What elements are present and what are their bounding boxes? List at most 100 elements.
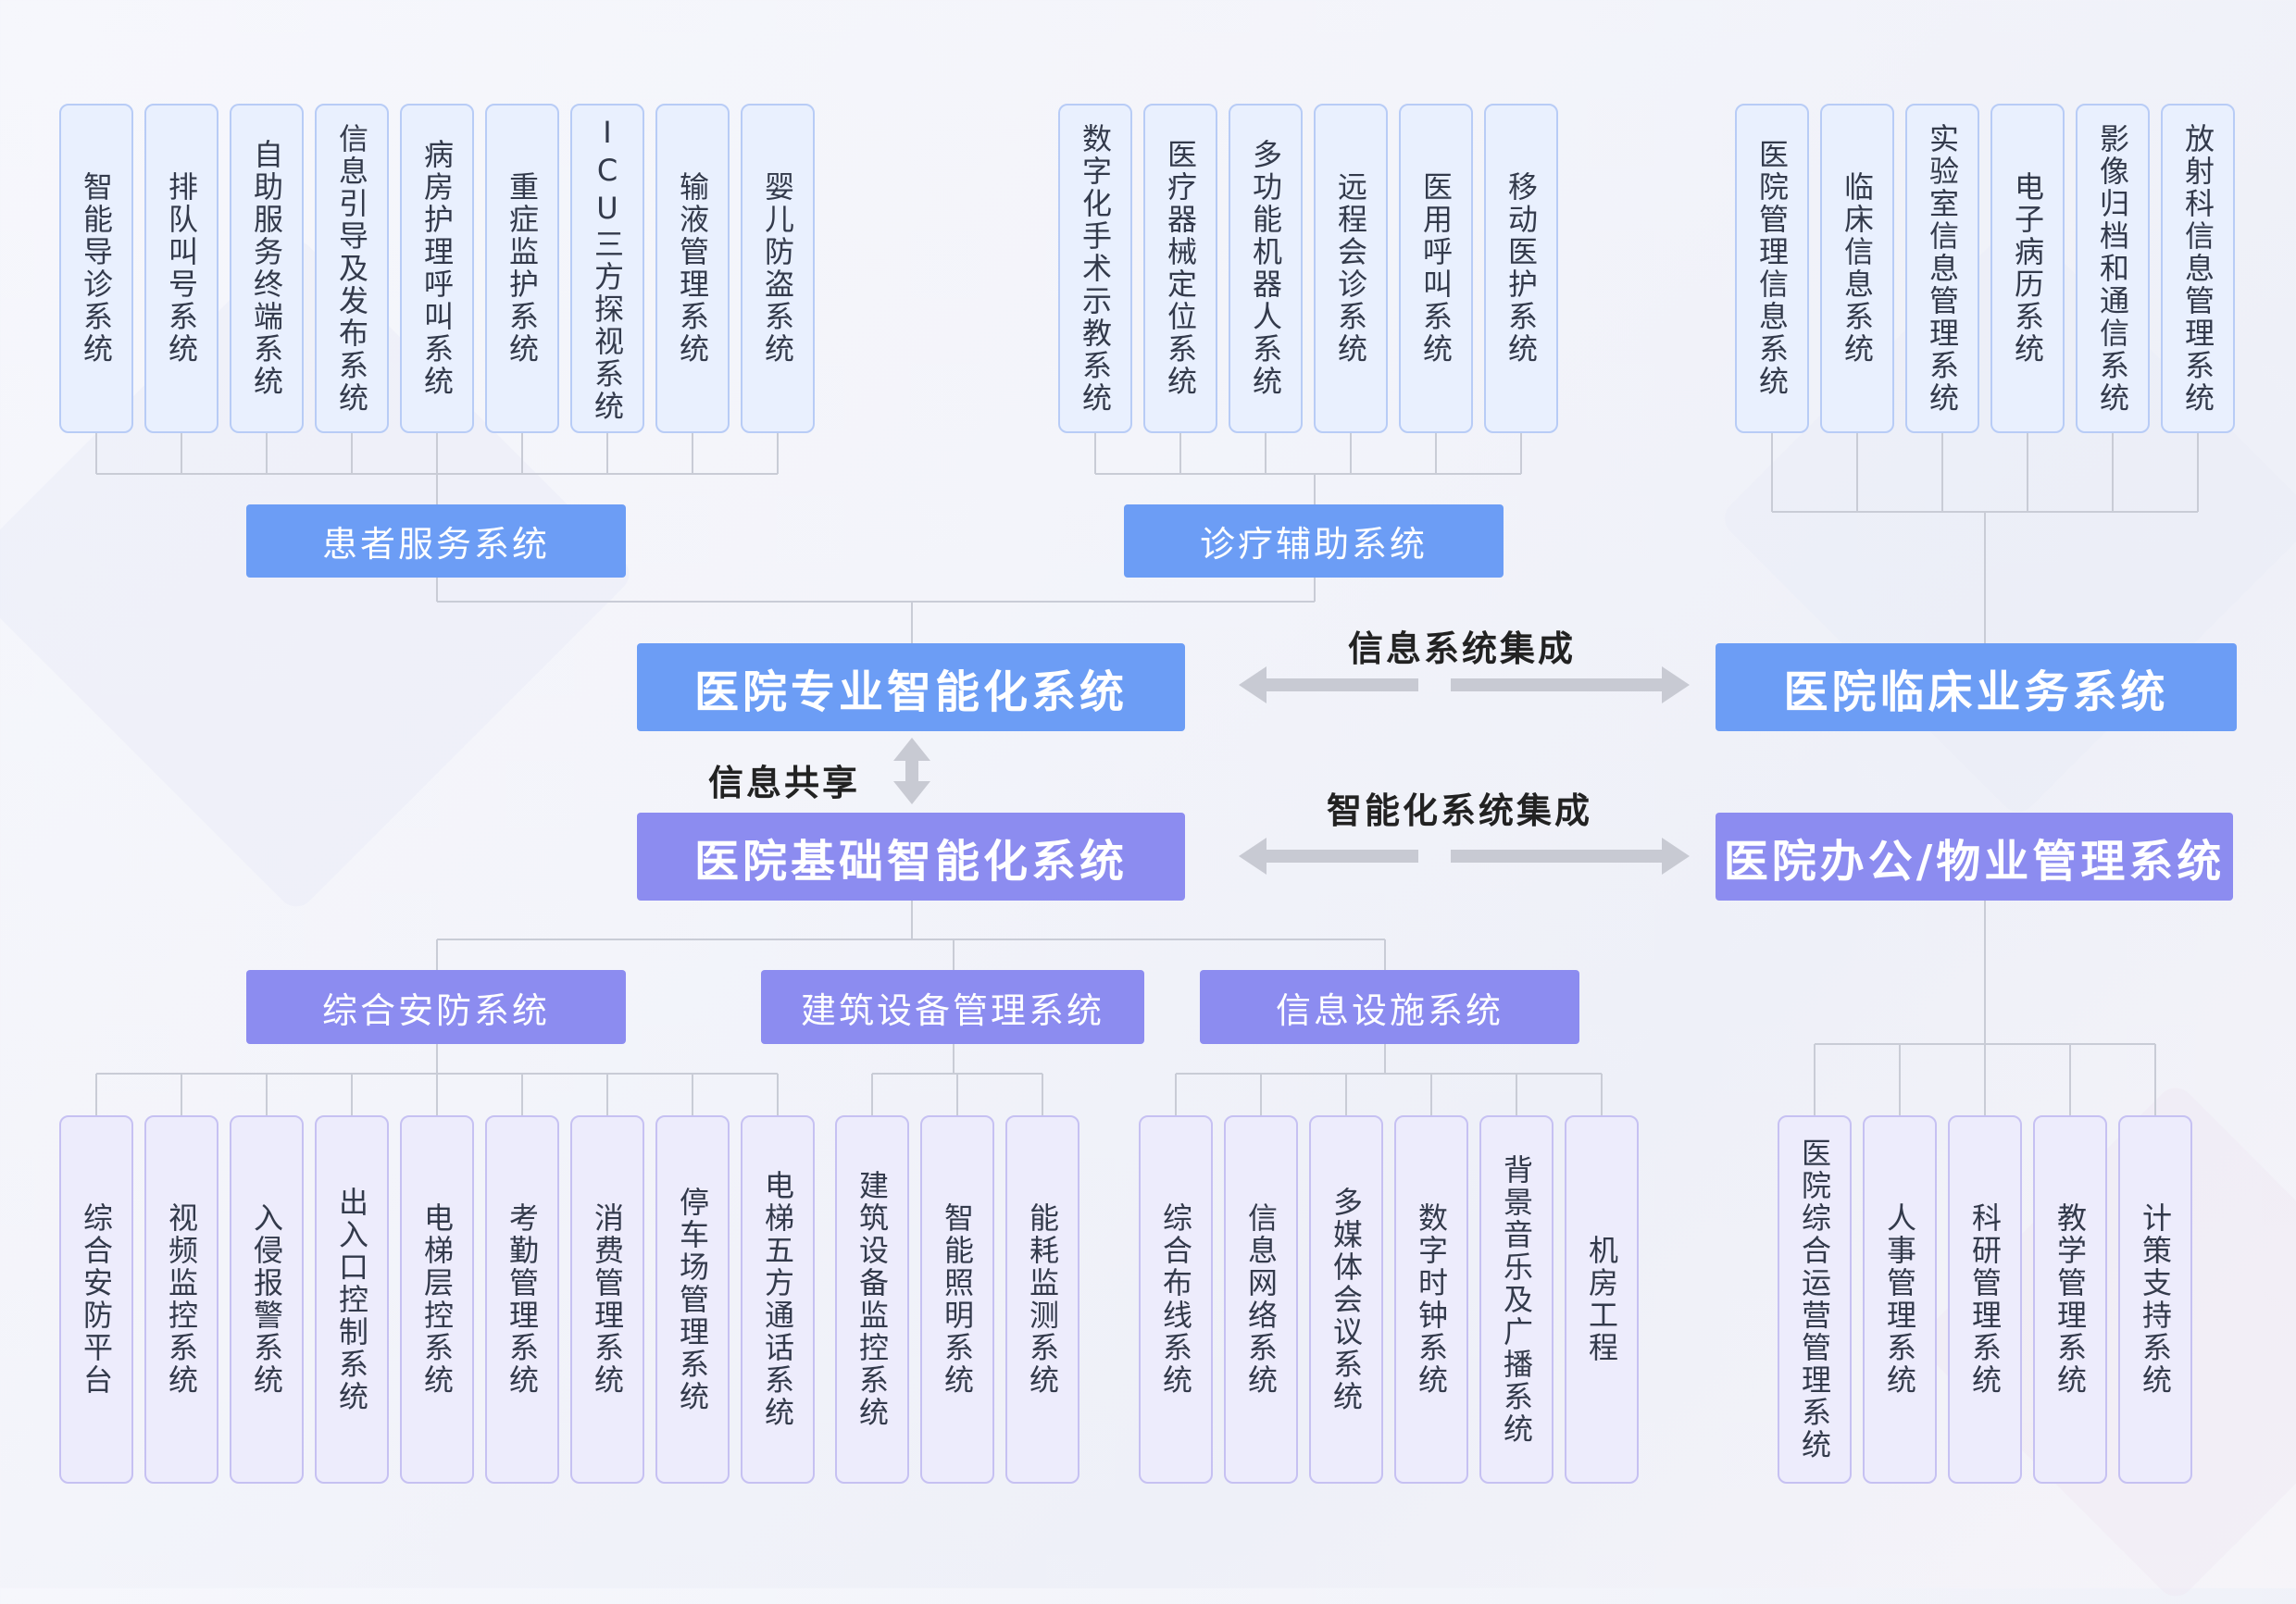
leaf-security-8[interactable]: 停车场管理系统: [655, 1115, 730, 1484]
leaf-label: 电梯五方通话系统: [760, 1170, 795, 1429]
leaf-label: 计策支持系统: [2138, 1202, 2173, 1397]
leaf-label: 入侵报警系统: [249, 1202, 284, 1397]
leaf-clinical-5[interactable]: 影像归档和通信系统: [2076, 104, 2150, 433]
leaf-info-facility-2[interactable]: 信息网络系统: [1224, 1115, 1298, 1484]
label-info-sharing: 信息共享: [708, 763, 861, 803]
leaf-label: 放射科信息管理系统: [2180, 122, 2215, 415]
leaf-label: 电梯层控系统: [419, 1202, 455, 1397]
leaf-diagnosis-aux-5[interactable]: 医用呼叫系统: [1399, 104, 1473, 433]
leaf-security-3[interactable]: 入侵报警系统: [230, 1115, 304, 1484]
leaf-patient-service-8[interactable]: 输液管理系统: [655, 104, 730, 433]
leaf-building-equipment-3[interactable]: 能耗监测系统: [1005, 1115, 1079, 1484]
leaf-label: 多媒体会议系统: [1329, 1186, 1364, 1413]
leaf-diagnosis-aux-3[interactable]: 多功能机器人系统: [1229, 104, 1303, 433]
leaf-label: 数字化手术示教系统: [1078, 122, 1113, 415]
leaf-label: 智能导诊系统: [79, 171, 114, 366]
leaf-patient-service-7[interactable]: ICU三方探视系统: [570, 104, 644, 433]
leaf-patient-service-1[interactable]: 智能导诊系统: [59, 104, 133, 433]
leaf-clinical-6[interactable]: 放射科信息管理系统: [2161, 104, 2235, 433]
arrow-left-icon: [1239, 838, 1418, 875]
leaf-label: 考勤管理系统: [505, 1202, 540, 1397]
double-arrow-icon: [893, 738, 930, 804]
leaf-label: 临床信息系统: [1840, 171, 1875, 366]
leaf-label: 医院管理信息系统: [1754, 139, 1790, 398]
leaf-office-2[interactable]: 人事管理系统: [1863, 1115, 1937, 1484]
leaf-diagnosis-aux-6[interactable]: 移动医护系统: [1484, 104, 1558, 433]
leaf-label: 医疗器械定位系统: [1163, 139, 1198, 398]
leaf-security-6[interactable]: 考勤管理系统: [485, 1115, 559, 1484]
group-info-facility[interactable]: 信息设施系统: [1200, 970, 1579, 1044]
leaf-label: 医院综合运营管理系统: [1797, 1138, 1832, 1461]
leaf-label: 建筑设备监控系统: [855, 1170, 890, 1429]
leaf-label: 停车场管理系统: [675, 1186, 710, 1413]
leaf-info-facility-3[interactable]: 多媒体会议系统: [1309, 1115, 1383, 1484]
leaf-label: 综合布线系统: [1158, 1202, 1193, 1397]
leaf-building-equipment-1[interactable]: 建筑设备监控系统: [835, 1115, 909, 1484]
leaf-diagnosis-aux-4[interactable]: 远程会诊系统: [1314, 104, 1388, 433]
leaf-label: 排队叫号系统: [164, 171, 199, 366]
leaf-label: 消费管理系统: [590, 1202, 625, 1397]
leaf-security-7[interactable]: 消费管理系统: [570, 1115, 644, 1484]
main-node-basic[interactable]: 医院基础智能化系统: [637, 813, 1185, 901]
leaf-patient-service-2[interactable]: 排队叫号系统: [144, 104, 218, 433]
leaf-clinical-2[interactable]: 临床信息系统: [1820, 104, 1894, 433]
leaf-label: 重症监护系统: [505, 171, 540, 366]
leaf-clinical-1[interactable]: 医院管理信息系统: [1735, 104, 1809, 433]
leaf-office-4[interactable]: 教学管理系统: [2033, 1115, 2107, 1484]
leaf-label: 实验室信息管理系统: [1925, 122, 1960, 415]
arrow-left-icon: [1239, 666, 1418, 703]
leaf-diagnosis-aux-1[interactable]: 数字化手术示教系统: [1058, 104, 1132, 433]
leaf-label: 教学管理系统: [2053, 1202, 2088, 1397]
leaf-office-5[interactable]: 计策支持系统: [2118, 1115, 2192, 1484]
main-node-specialty[interactable]: 医院专业智能化系统: [637, 643, 1185, 731]
leaf-security-5[interactable]: 电梯层控系统: [400, 1115, 474, 1484]
leaf-label: 视频监控系统: [164, 1202, 199, 1397]
leaf-label: 远程会诊系统: [1333, 171, 1368, 366]
leaf-label: 影像归档和通信系统: [2095, 122, 2130, 415]
group-patient-service[interactable]: 患者服务系统: [246, 504, 626, 578]
leaf-patient-service-3[interactable]: 自助服务终端系统: [230, 104, 304, 433]
leaf-info-facility-1[interactable]: 综合布线系统: [1139, 1115, 1213, 1484]
leaf-security-4[interactable]: 出入口控制系统: [315, 1115, 389, 1484]
leaf-office-1[interactable]: 医院综合运营管理系统: [1778, 1115, 1852, 1484]
leaf-building-equipment-2[interactable]: 智能照明系统: [920, 1115, 994, 1484]
leaf-info-facility-4[interactable]: 数字时钟系统: [1394, 1115, 1468, 1484]
leaf-label: 移动医护系统: [1504, 171, 1539, 366]
leaf-info-facility-6[interactable]: 机房工程: [1565, 1115, 1639, 1484]
leaf-label: 出入口控制系统: [334, 1186, 369, 1413]
leaf-label: 输液管理系统: [675, 171, 710, 366]
leaf-security-9[interactable]: 电梯五方通话系统: [741, 1115, 815, 1484]
leaf-clinical-3[interactable]: 实验室信息管理系统: [1905, 104, 1979, 433]
leaf-label: 机房工程: [1584, 1235, 1619, 1364]
leaf-label: 多功能机器人系统: [1248, 139, 1283, 398]
leaf-office-3[interactable]: 科研管理系统: [1948, 1115, 2022, 1484]
leaf-label: 自助服务终端系统: [249, 139, 284, 398]
leaf-label: 智能照明系统: [940, 1202, 975, 1397]
label-info-integration: 信息系统集成: [1348, 628, 1577, 669]
leaf-label: 人事管理系统: [1882, 1202, 1917, 1397]
leaf-diagnosis-aux-2[interactable]: 医疗器械定位系统: [1143, 104, 1217, 433]
leaf-label: 信息引导及发布系统: [334, 122, 369, 415]
leaf-label: 科研管理系统: [1967, 1202, 2003, 1397]
leaf-patient-service-4[interactable]: 信息引导及发布系统: [315, 104, 389, 433]
leaf-patient-service-6[interactable]: 重症监护系统: [485, 104, 559, 433]
leaf-clinical-4[interactable]: 电子病历系统: [1990, 104, 2065, 433]
main-node-office[interactable]: 医院办公/物业管理系统: [1716, 813, 2233, 901]
leaf-label: 婴儿防盗系统: [760, 171, 795, 366]
arrow-right-icon: [1451, 838, 1690, 875]
group-diagnosis-aux[interactable]: 诊疗辅助系统: [1124, 504, 1504, 578]
group-building-equipment[interactable]: 建筑设备管理系统: [761, 970, 1144, 1044]
leaf-label: 背景音乐及广播系统: [1499, 1153, 1534, 1446]
group-security[interactable]: 综合安防系统: [246, 970, 626, 1044]
leaf-label: 电子病历系统: [2010, 171, 2045, 366]
main-node-clinical[interactable]: 医院临床业务系统: [1716, 643, 2237, 731]
leaf-security-1[interactable]: 综合安防平台: [59, 1115, 133, 1484]
leaf-label: 能耗监测系统: [1025, 1202, 1060, 1397]
leaf-patient-service-5[interactable]: 病房护理呼叫系统: [400, 104, 474, 433]
leaf-patient-service-9[interactable]: 婴儿防盗系统: [741, 104, 815, 433]
leaf-label: 综合安防平台: [79, 1202, 114, 1397]
leaf-info-facility-5[interactable]: 背景音乐及广播系统: [1479, 1115, 1554, 1484]
leaf-label: ICU三方探视系统: [590, 114, 625, 423]
leaf-security-2[interactable]: 视频监控系统: [144, 1115, 218, 1484]
